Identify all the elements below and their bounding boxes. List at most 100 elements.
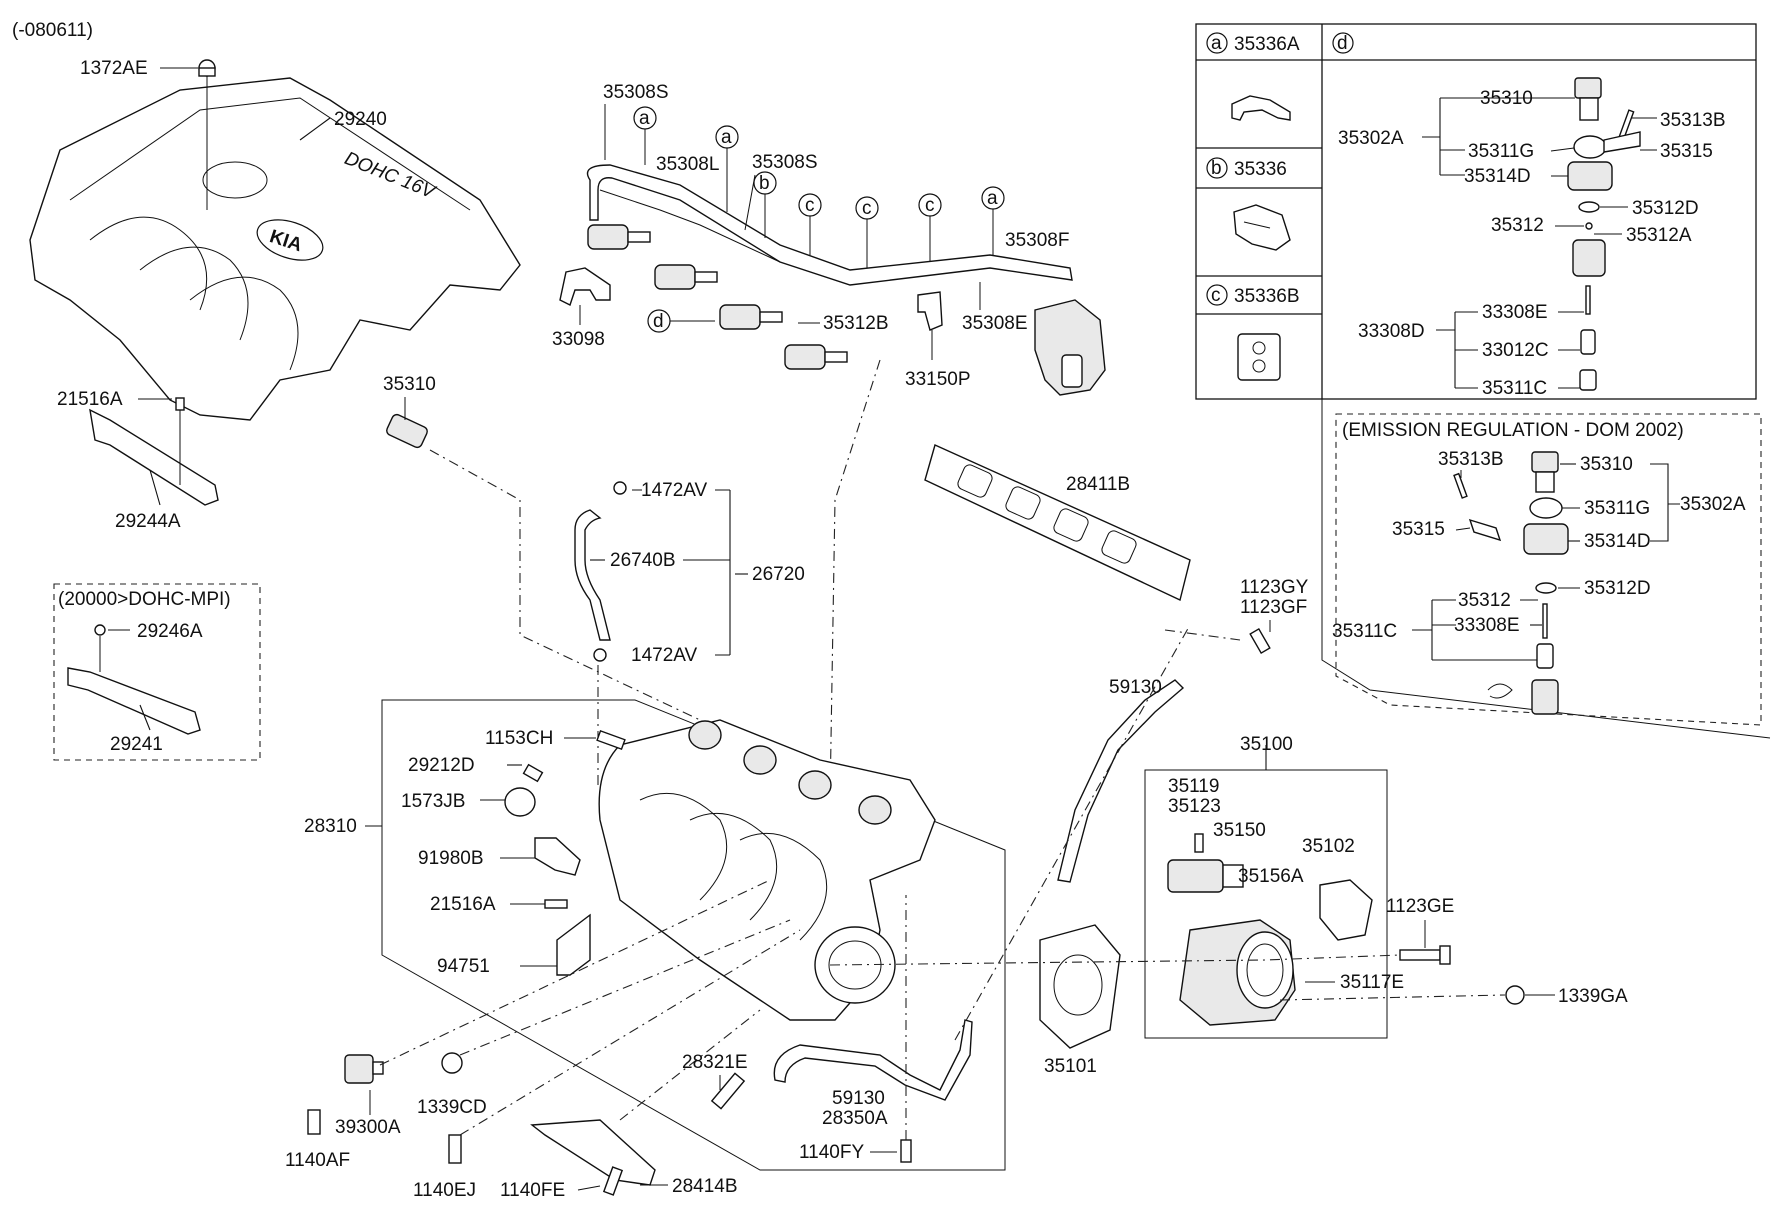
part-label-35308E: 35308E [962,313,1028,334]
callout-a-3: a [981,186,1005,256]
part-label-35308S-1: 35308S [603,82,669,103]
cover-bracket[interactable] [89,397,219,506]
part-label-33150P: 33150P [905,369,971,390]
map-sensor[interactable] [344,1054,384,1084]
sensor-28321E[interactable] [710,1072,746,1110]
fuel-injector-35310[interactable] [385,413,429,449]
bolt-1140FY[interactable] [900,1139,912,1163]
part-label-29240: 29240 [334,109,387,130]
idle-speed-actuator[interactable] [1167,859,1244,893]
bolt-1123GE[interactable] [1399,945,1451,965]
part-label-1573JB: 1573JB [401,791,465,812]
legend-label-33308D: 33308D [1358,321,1425,342]
part-label-1140FY: 1140FY [799,1142,864,1163]
legend-label-35312A: 35312A [1626,225,1692,246]
part-label-35308F: 35308F [1005,230,1069,251]
intake-manifold[interactable] [598,719,936,1021]
nut-1339GA[interactable] [1505,985,1525,1005]
callout-a-2: a [715,125,739,212]
part-label-35308L: 35308L [656,154,719,175]
revision-label: (-080611) [12,20,93,41]
part-label-1339GA: 1339GA [1558,986,1628,1007]
fuel-injector-1[interactable] [587,224,651,250]
bolt-1140FE[interactable] [602,1166,624,1196]
svg-text:c: c [1211,285,1221,306]
bracket-91980B[interactable] [534,837,581,876]
fuel-injector-3[interactable] [719,304,783,330]
clip-35336A-icon [1231,95,1291,121]
legend-label-33308E: 33308E [1482,302,1548,323]
screw-35119[interactable] [1194,833,1204,853]
emission-label-35314D: 35314D [1584,531,1651,552]
part-label-26720: 26720 [752,564,805,585]
emission-label-35312D: 35312D [1584,578,1651,599]
part-label-1372AE: 1372AE [80,58,148,79]
part-label-1339CD: 1339CD [417,1097,487,1118]
stay-28414B[interactable] [530,1119,656,1186]
bolt-1123GY[interactable] [1249,628,1271,654]
part-label-91980B: 91980B [418,848,484,869]
water-pipe-59130[interactable] [1057,679,1185,883]
clip-35336B-icon [1237,333,1281,381]
legend-code-c: 35336B [1234,286,1300,307]
throttle-gasket[interactable] [1039,924,1121,1049]
part-label-39300A: 39300A [335,1117,401,1138]
engine-cover[interactable]: KIA DOHC 16V [29,77,521,421]
part-label-1153CH: 1153CH [485,728,553,749]
svg-text:a: a [1211,33,1222,54]
svg-text:a: a [987,188,998,209]
dohc-mpi-inset-box [53,583,261,761]
part-label-35156A: 35156A [1238,866,1304,887]
part-label-35308S-2: 35308S [752,152,818,173]
fuel-pressure-regulator[interactable] [1034,299,1106,396]
part-label-28411B: 28411B [1066,474,1130,495]
cover-nut[interactable] [198,59,216,77]
fuel-injector-2[interactable] [654,264,718,290]
pcv-hose[interactable] [574,481,627,662]
part-label-59130-top: 59130 [1109,677,1162,698]
part-label-29246A: 29246A [137,621,203,642]
throttle-body[interactable] [1179,919,1296,1026]
fuel-rail[interactable] [586,164,1073,286]
legend-row-b: b 35336 [1206,157,1287,180]
part-label-35119: 35119 [1168,776,1219,797]
legend-label-35314D: 35314D [1464,166,1531,187]
emission-label-35315: 35315 [1392,519,1445,540]
legend-label-35311G: 35311G [1468,141,1534,162]
bolt-21516A-mid[interactable] [544,899,568,909]
part-label-29244A: 29244A [115,511,181,532]
legend-label-35302A: 35302A [1338,128,1404,149]
legend-label-33012C: 33012C [1482,340,1549,361]
manifold-group-frame [381,699,1006,1171]
water-hose-28350A[interactable] [773,1019,973,1101]
part-label-21516A-mid: 21516A [430,894,496,915]
bolt-1140EJ[interactable] [448,1134,462,1164]
part-label-1472AV-top: 1472AV [641,480,708,501]
fuel-rail-bracket-33098[interactable] [559,267,611,306]
part-label-1123GF: 1123GF [1240,597,1307,618]
emission-label-35311C: 35311C [1332,621,1397,642]
injector-exploded-emission[interactable] [1523,451,1569,715]
stud-1153CH[interactable] [596,729,626,751]
manifold-gasket[interactable] [924,444,1191,601]
fuel-injector-4[interactable] [784,344,848,370]
part-label-1123GY: 1123GY [1240,577,1309,598]
throttle-position-sensor[interactable] [1319,879,1373,941]
nut-1339CD[interactable] [441,1052,463,1074]
clip-35336-icon [1233,204,1291,251]
clip-35315-emission-icon [1468,518,1502,542]
bracket-94751[interactable] [556,913,591,976]
injector-exploded-top[interactable] [1567,77,1613,391]
legend-row-d: d [1332,32,1354,54]
svg-text:a: a [639,108,650,129]
dohc-mpi-inset-title: (20000>DOHC-MPI) [58,589,231,610]
legend-label-35312: 35312 [1491,215,1544,236]
bolt-1140AF[interactable] [307,1109,321,1135]
dohc-bracket[interactable] [67,624,201,735]
plug-1573JB[interactable] [504,787,536,817]
part-label-35100: 35100 [1240,734,1293,755]
emission-label-35310: 35310 [1580,454,1633,475]
fuel-rail-bracket-33150P[interactable] [917,291,943,331]
vacuum-fitting-29212D[interactable] [522,763,544,783]
part-label-29212D: 29212D [408,755,475,776]
